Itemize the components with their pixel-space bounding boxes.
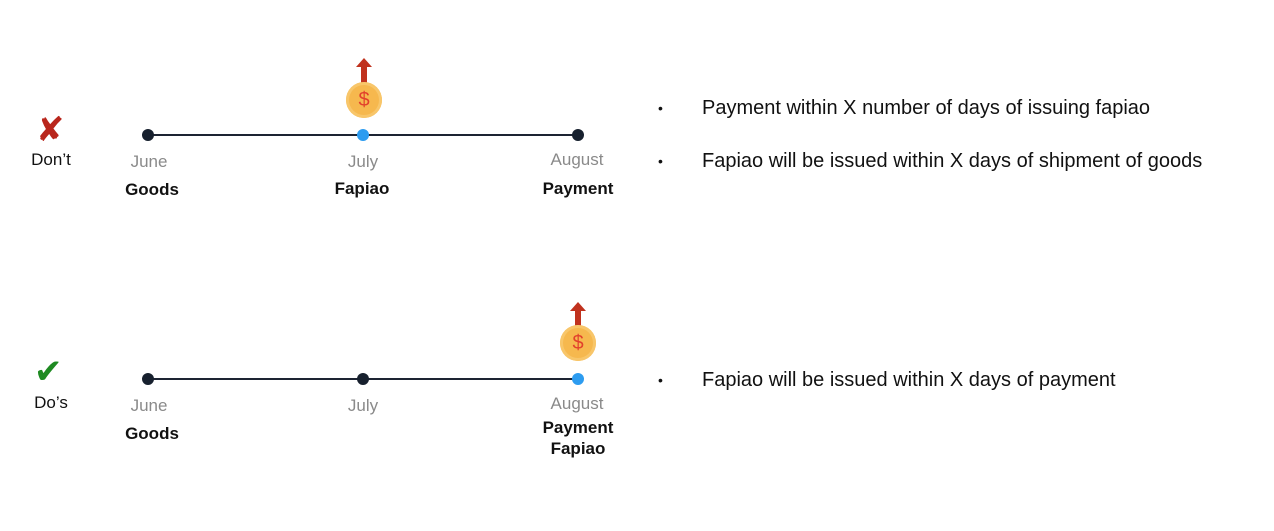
event-label: Fapiao xyxy=(334,179,390,198)
up-arrow-icon xyxy=(356,58,372,84)
dos-label: Do’s xyxy=(34,393,68,412)
dollar-coin-icon: $ xyxy=(560,325,596,361)
month-label: June xyxy=(130,152,168,171)
month-label: June xyxy=(130,396,168,415)
dollar-coin-icon: $ xyxy=(346,82,382,118)
cross-mark-icon: ✘ xyxy=(36,111,65,149)
event-label: Fapiao xyxy=(550,439,606,458)
timeline-dot-june xyxy=(142,129,154,141)
timeline-dot-august xyxy=(572,373,584,385)
up-arrow-icon xyxy=(570,302,586,328)
month-label: July xyxy=(347,396,379,415)
check-mark-icon: ✔ xyxy=(34,353,63,391)
month-label: July xyxy=(347,152,379,171)
timeline-dot-july xyxy=(357,129,369,141)
event-label: Goods xyxy=(125,180,179,199)
event-label: Payment xyxy=(542,418,614,437)
month-label: August xyxy=(550,150,604,169)
month-label: August xyxy=(550,394,604,413)
timeline-dot-august xyxy=(572,129,584,141)
dont-label: Don’t xyxy=(31,150,71,169)
event-label: Payment xyxy=(542,179,614,198)
timeline-dot-july xyxy=(357,373,369,385)
timeline-dot-june xyxy=(142,373,154,385)
event-label: Goods xyxy=(125,424,179,443)
